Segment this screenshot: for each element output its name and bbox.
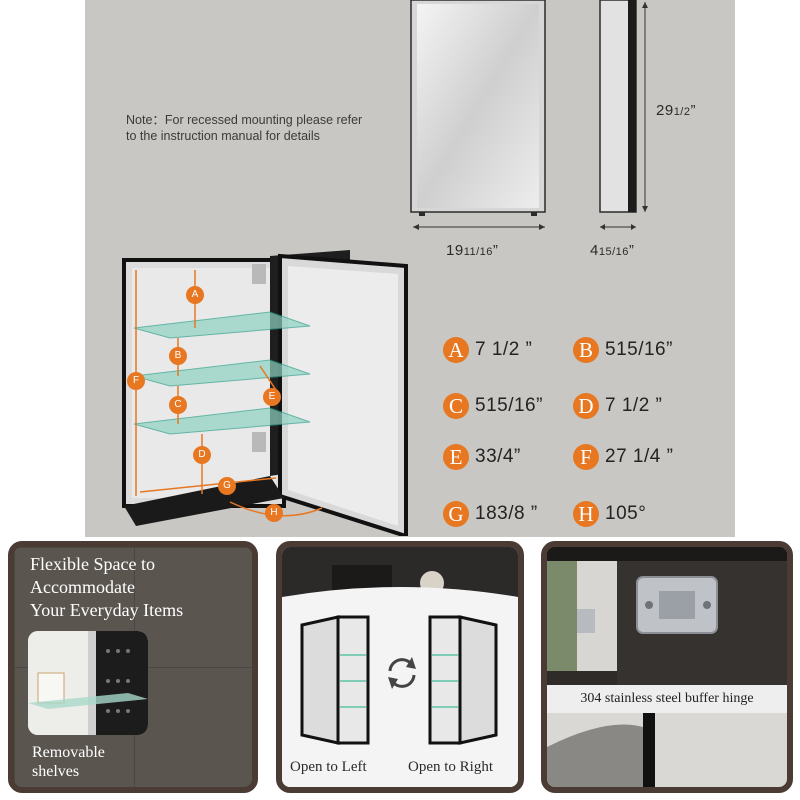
depth-dimension: 415/16” bbox=[590, 242, 634, 259]
marker-d: D bbox=[193, 446, 211, 464]
badge-letter: A bbox=[443, 337, 469, 363]
marker-f: F bbox=[127, 372, 145, 390]
label-g: G 183/8 ” bbox=[443, 501, 538, 527]
marker-h: H bbox=[265, 504, 283, 522]
label-c: C 515/16” bbox=[443, 393, 543, 419]
label-value: 183/8 ” bbox=[475, 503, 538, 524]
height-fraction: 1/2 bbox=[673, 106, 691, 118]
hinge-closeup-photo bbox=[547, 547, 787, 787]
label-value: 515/16” bbox=[605, 339, 673, 360]
badge-letter: C bbox=[443, 393, 469, 419]
label-value: 7 1/2 ” bbox=[605, 395, 663, 416]
note-line-1: Note：For recessed mounting please refer bbox=[126, 113, 363, 127]
reversible-door-panel: Open to Left Open to Right bbox=[276, 541, 524, 793]
flexible-space-title: Flexible Space to Accommodate Your Every… bbox=[30, 553, 183, 622]
removable-shelves-caption: Removable shelves bbox=[32, 743, 105, 781]
label-value: 7 1/2 ” bbox=[475, 339, 533, 360]
label-a: A 7 1/2 ” bbox=[443, 337, 532, 363]
side-view-drawing bbox=[599, 0, 648, 230]
width-dimension: 1911/16” bbox=[446, 242, 498, 259]
width-unit: ” bbox=[492, 242, 499, 259]
label-value: 515/16” bbox=[475, 395, 543, 416]
badge-letter: D bbox=[573, 393, 599, 419]
open-cabinet-drawing bbox=[122, 250, 408, 536]
label-e: E 33/4” bbox=[443, 444, 521, 470]
mounting-note: Note：For recessed mounting please refer … bbox=[126, 112, 396, 144]
marker-e: E bbox=[263, 388, 281, 406]
depth-whole: 4 bbox=[590, 242, 599, 259]
label-value: 27 1/4 ” bbox=[605, 446, 674, 467]
height-whole: 29 bbox=[656, 102, 674, 119]
marker-c: C bbox=[169, 396, 187, 414]
label-value: 33/4” bbox=[475, 446, 521, 467]
width-fraction: 11/16 bbox=[463, 246, 493, 258]
swap-arrows-icon bbox=[388, 657, 416, 689]
depth-unit: ” bbox=[628, 242, 635, 259]
title-line-3: Your Everyday Items bbox=[30, 600, 184, 620]
caption-line-1: Removable bbox=[32, 744, 105, 761]
title-line-2: Accommodate bbox=[30, 577, 135, 597]
open-right-caption: Open to Right bbox=[408, 759, 493, 775]
hinge-caption: 304 stainless steel buffer hinge bbox=[547, 685, 787, 713]
height-unit: ” bbox=[690, 102, 696, 119]
height-dimension: 291/2” bbox=[656, 102, 696, 119]
badge-letter: H bbox=[573, 501, 599, 527]
shelf-closeup-photo bbox=[28, 631, 148, 735]
badge-letter: B bbox=[573, 337, 599, 363]
label-h: H 105° bbox=[573, 501, 646, 527]
title-line-1: Flexible Space to bbox=[30, 554, 155, 574]
label-f: F 27 1/4 ” bbox=[573, 444, 673, 470]
label-value: 105° bbox=[605, 503, 647, 524]
hinge-panel: 304 stainless steel buffer hinge bbox=[541, 541, 793, 793]
width-whole: 19 bbox=[446, 242, 464, 259]
marker-a: A bbox=[186, 286, 204, 304]
marker-b: B bbox=[169, 347, 187, 365]
front-view-drawing bbox=[410, 0, 546, 230]
badge-letter: G bbox=[443, 501, 469, 527]
depth-fraction: 15/16 bbox=[598, 246, 629, 258]
badge-letter: E bbox=[443, 444, 469, 470]
flexible-space-panel: Flexible Space to Accommodate Your Every… bbox=[8, 541, 258, 793]
note-line-2: to the instruction manual for details bbox=[126, 129, 320, 143]
open-left-caption: Open to Left bbox=[290, 759, 367, 775]
label-d: D 7 1/2 ” bbox=[573, 393, 662, 419]
caption-line-2: shelves bbox=[32, 763, 80, 780]
marker-g: G bbox=[218, 477, 236, 495]
label-b: B 515/16” bbox=[573, 337, 673, 363]
badge-letter: F bbox=[573, 444, 599, 470]
